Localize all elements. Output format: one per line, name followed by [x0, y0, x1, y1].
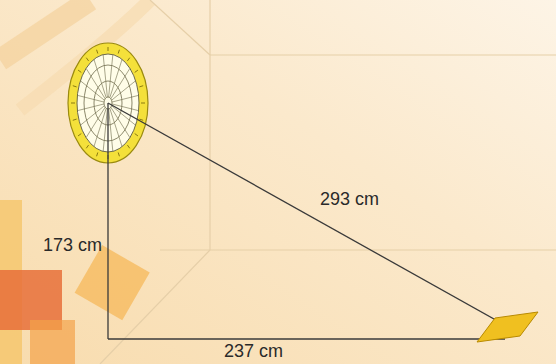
throw-mat	[477, 312, 538, 342]
room-lines	[100, 0, 556, 364]
dimension-label: 293 cm	[318, 190, 381, 210]
deco-arc	[0, 0, 90, 60]
distance-triangle	[108, 103, 510, 339]
dimension-label: 237 cm	[222, 342, 285, 362]
deco-square	[75, 245, 150, 320]
dimension-label: 173 cm	[41, 236, 104, 256]
deco-square	[30, 320, 75, 364]
